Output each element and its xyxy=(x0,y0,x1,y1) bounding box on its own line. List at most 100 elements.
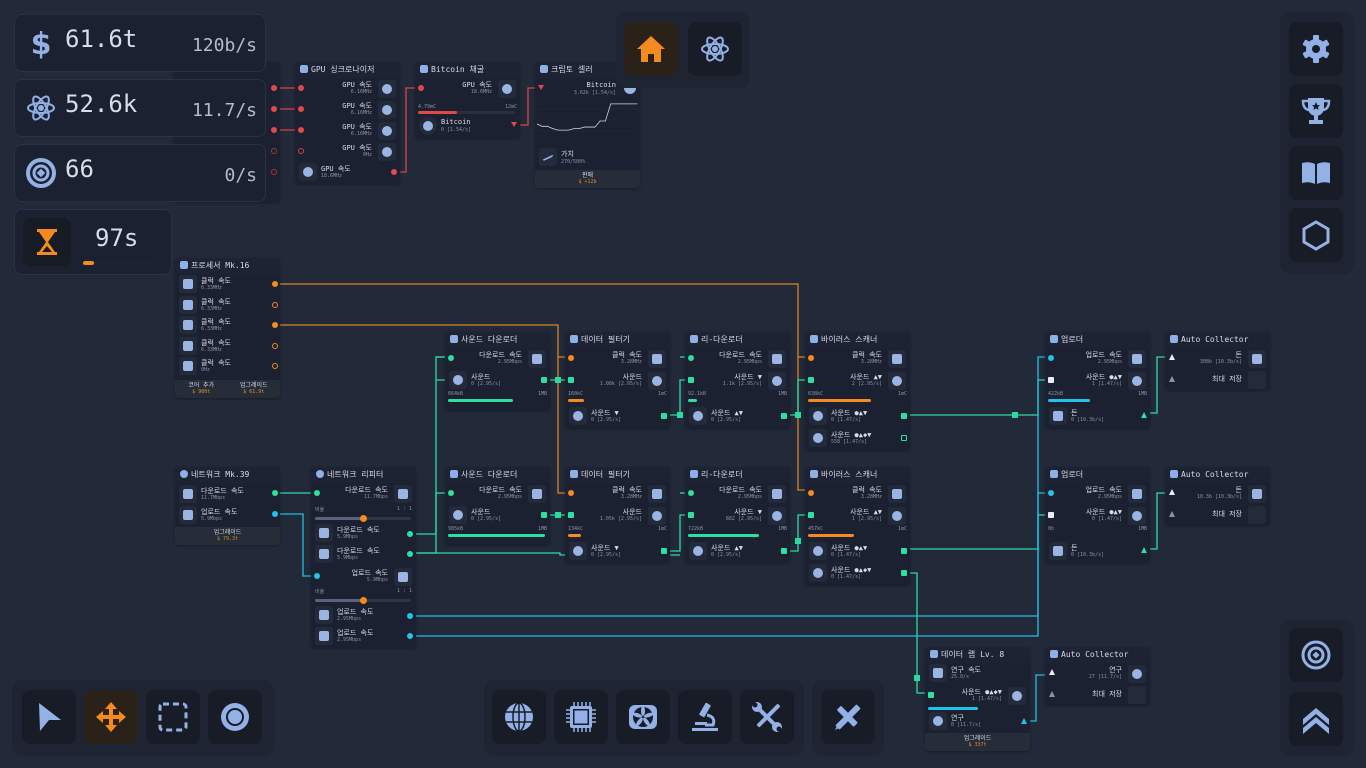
output-port[interactable] xyxy=(272,511,278,517)
input-port[interactable] xyxy=(568,490,574,496)
output-port[interactable] xyxy=(271,169,277,175)
output-port[interactable] xyxy=(407,613,413,619)
build-research[interactable] xyxy=(678,690,732,744)
output-port[interactable] xyxy=(541,512,547,518)
input-port[interactable] xyxy=(1048,377,1054,383)
tokens-button[interactable] xyxy=(1289,628,1343,682)
output-port[interactable] xyxy=(541,377,547,383)
input-port[interactable] xyxy=(298,106,304,112)
output-port[interactable] xyxy=(272,322,278,328)
output-port[interactable] xyxy=(901,413,907,419)
input-port[interactable] xyxy=(314,573,320,579)
build-cpu[interactable] xyxy=(554,690,608,744)
tool-select[interactable] xyxy=(22,690,76,744)
output-port[interactable] xyxy=(272,281,278,287)
upgrade-button[interactable]: 업그레이드$ 337t xyxy=(925,733,1030,751)
slider-handle[interactable] xyxy=(360,514,367,522)
tool-box-select[interactable] xyxy=(146,690,200,744)
output-port[interactable] xyxy=(511,122,517,127)
add-core-button[interactable]: 코어 추가$ 900t xyxy=(175,380,228,398)
input-port[interactable] xyxy=(688,355,694,361)
tool-move[interactable] xyxy=(84,690,138,744)
output-port[interactable] xyxy=(272,342,278,349)
output-port[interactable] xyxy=(1141,412,1147,418)
input-port[interactable] xyxy=(808,355,814,361)
input-port[interactable] xyxy=(568,512,574,518)
input-port[interactable] xyxy=(1048,355,1054,361)
input-port[interactable] xyxy=(298,148,304,154)
sell-button[interactable]: 판매 $ +12b xyxy=(535,170,640,188)
upgrades-button[interactable] xyxy=(1289,692,1343,746)
output-port[interactable] xyxy=(901,570,907,576)
output-port[interactable] xyxy=(271,85,277,91)
output-port[interactable] xyxy=(391,169,397,175)
settings-button[interactable] xyxy=(1289,22,1343,76)
capacity-port[interactable] xyxy=(1049,691,1055,697)
input-port[interactable] xyxy=(568,355,574,361)
output-port[interactable] xyxy=(407,531,413,537)
node-gpu-sync[interactable]: GPU 싱크로나이저 GPU 속도 6.16MHz GPU 속도 6.16MHz… xyxy=(295,62,400,184)
output-port[interactable] xyxy=(661,548,667,554)
input-port[interactable] xyxy=(808,377,814,383)
input-port[interactable] xyxy=(688,512,694,518)
output-port[interactable] xyxy=(901,435,907,441)
capacity-slot[interactable] xyxy=(1248,506,1266,524)
output-port[interactable] xyxy=(272,363,278,369)
node-processor[interactable]: 프로세서 Mk.16 코어 추가$ 900t 업그레이드$ 61.9t 클럭 속… xyxy=(175,258,280,398)
upgrade-button[interactable]: 업그레이드 $ 79.3t xyxy=(175,527,280,545)
output-port[interactable] xyxy=(271,106,277,112)
input-port[interactable] xyxy=(298,127,304,133)
capacity-port[interactable] xyxy=(1169,511,1175,517)
output-port[interactable] xyxy=(407,633,413,639)
node-network[interactable]: 네트워크 Mk.39 다운로드 속도 11.7Mbps 업로드 속도 5.9Mb… xyxy=(175,467,280,545)
build-network[interactable] xyxy=(492,690,546,744)
input-port[interactable] xyxy=(688,490,694,496)
prestige-button[interactable] xyxy=(1289,208,1343,262)
output-port[interactable] xyxy=(407,551,413,557)
tab-home[interactable] xyxy=(624,22,678,76)
ratio-slider[interactable] xyxy=(315,514,411,522)
input-port[interactable] xyxy=(538,85,544,90)
input-port[interactable] xyxy=(1049,669,1055,675)
node-bitcoin-miner[interactable]: Bitcoin 채굴 GPU 속도 18.6MHz 4.79mC 12mC Bi… xyxy=(415,62,520,138)
output-port[interactable] xyxy=(271,127,277,133)
input-port[interactable] xyxy=(1048,512,1054,518)
output-port[interactable] xyxy=(781,413,787,419)
slider-handle[interactable] xyxy=(360,596,367,604)
input-port[interactable] xyxy=(418,85,424,91)
build-design[interactable] xyxy=(821,690,875,744)
input-port[interactable] xyxy=(1048,490,1054,496)
input-port[interactable] xyxy=(1169,354,1175,360)
input-port[interactable] xyxy=(928,692,934,698)
node-network-splitter[interactable]: 네트워크 리피터 다운로드 속도 11.7Mbps 비율 1 : 1 다운로드 … xyxy=(311,467,416,648)
output-port[interactable] xyxy=(271,148,277,154)
achievements-button[interactable] xyxy=(1289,84,1343,138)
tab-research[interactable] xyxy=(688,22,742,76)
guide-button[interactable] xyxy=(1289,146,1343,200)
output-port[interactable] xyxy=(272,490,278,496)
upgrade-button[interactable]: 업그레이드$ 61.9t xyxy=(228,380,281,398)
input-port[interactable] xyxy=(298,85,304,91)
input-port[interactable] xyxy=(568,377,574,383)
output-port[interactable] xyxy=(901,548,907,554)
build-gpu[interactable] xyxy=(616,690,670,744)
output-port[interactable] xyxy=(1141,547,1147,553)
ratio-slider[interactable] xyxy=(315,596,411,604)
capacity-port[interactable] xyxy=(1169,376,1175,382)
input-port[interactable] xyxy=(688,377,694,383)
output-port[interactable] xyxy=(661,413,667,419)
output-port[interactable] xyxy=(1021,718,1027,724)
input-port[interactable] xyxy=(448,355,454,361)
tool-record[interactable] xyxy=(208,690,262,744)
